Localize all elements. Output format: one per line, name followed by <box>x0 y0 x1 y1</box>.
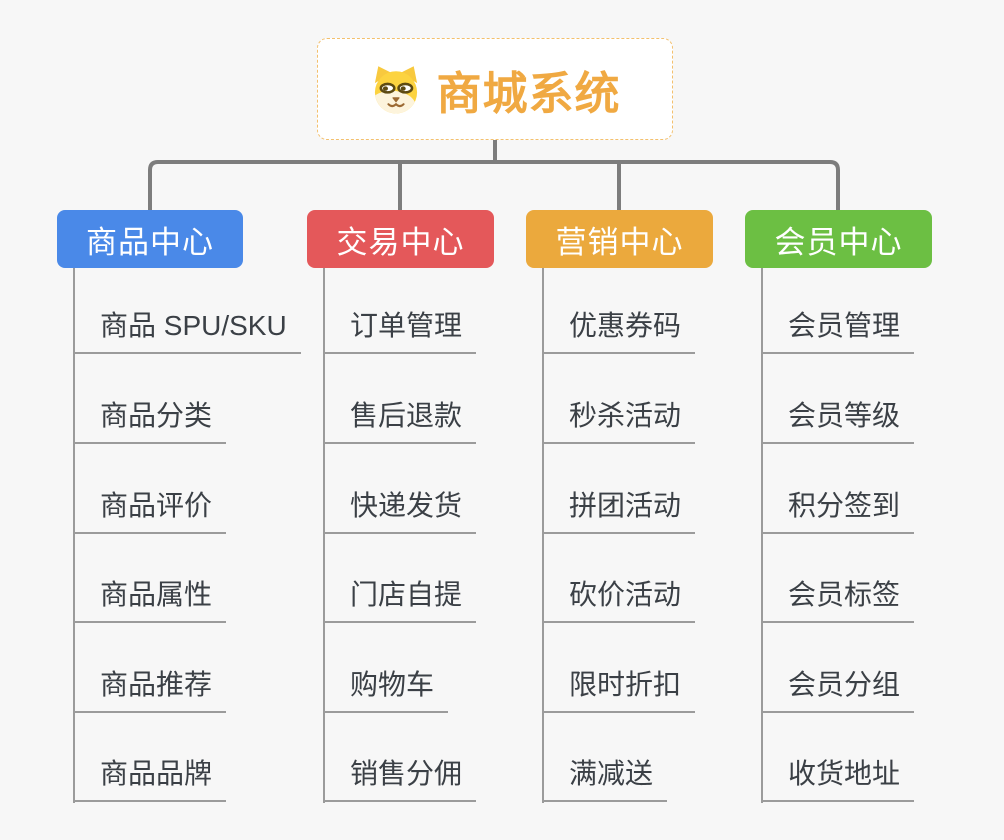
sub-item-node[interactable]: 满减送 <box>542 754 668 802</box>
sub-item-node[interactable]: 积分签到 <box>761 486 915 534</box>
branch-label: 交易中心 <box>336 224 465 260</box>
sub-item-node[interactable]: 商品分类 <box>73 396 227 444</box>
sub-item-node[interactable]: 会员管理 <box>761 306 915 354</box>
sub-item-node[interactable]: 收货地址 <box>761 754 915 802</box>
sub-item-node[interactable]: 订单管理 <box>323 306 477 354</box>
branch-node-marketing-center[interactable]: 营销中心 <box>526 210 713 268</box>
sub-item-node[interactable]: 商品 SPU/SKU <box>73 306 301 354</box>
branch-label: 商品中心 <box>86 224 214 260</box>
sub-item-node[interactable]: 秒杀活动 <box>542 396 696 444</box>
branch-label: 会员中心 <box>774 224 903 260</box>
branch-node-member-center[interactable]: 会员中心 <box>745 210 932 268</box>
sub-item-node[interactable]: 会员分组 <box>761 665 915 713</box>
branch-node-trade-center[interactable]: 交易中心 <box>307 210 494 268</box>
root-node[interactable]: 商城系统 <box>317 38 673 140</box>
sub-item-node[interactable]: 购物车 <box>323 665 449 713</box>
sub-item-node[interactable]: 拼团活动 <box>542 486 696 534</box>
sub-item-node[interactable]: 商品评价 <box>73 486 227 534</box>
sub-item-node[interactable]: 优惠券码 <box>542 306 696 354</box>
root-title: 商城系统 <box>436 67 621 119</box>
sub-item-node[interactable]: 商品品牌 <box>73 754 227 802</box>
sub-item-node[interactable]: 限时折扣 <box>542 665 696 713</box>
branch-node-product-center[interactable]: 商品中心 <box>57 210 243 268</box>
sub-column-product: 商品 SPU/SKU 商品分类 商品评价 商品属性 商品推荐 商品品牌 <box>73 268 325 803</box>
branch-label: 营销中心 <box>555 224 684 260</box>
sub-column-trade: 订单管理 售后退款 快递发货 门店自提 购物车 销售分佣 <box>323 268 575 803</box>
sub-item-node[interactable]: 销售分佣 <box>323 754 477 802</box>
sub-item-node[interactable]: 快递发货 <box>323 486 477 534</box>
sub-column-marketing: 优惠券码 秒杀活动 拼团活动 砍价活动 限时折扣 满减送 <box>542 268 794 803</box>
sub-item-node[interactable]: 商品属性 <box>73 575 227 623</box>
dog-face-icon <box>375 66 418 114</box>
sub-item-node[interactable]: 砍价活动 <box>542 575 696 623</box>
sub-item-node[interactable]: 门店自提 <box>323 575 477 623</box>
sub-item-node[interactable]: 商品推荐 <box>73 665 227 713</box>
sub-column-member: 会员管理 会员等级 积分签到 会员标签 会员分组 收货地址 <box>761 268 1004 803</box>
branch-bracket-line <box>148 160 840 210</box>
sub-item-node[interactable]: 会员等级 <box>761 396 915 444</box>
sub-item-node[interactable]: 售后退款 <box>323 396 477 444</box>
sub-item-node[interactable]: 会员标签 <box>761 575 915 623</box>
